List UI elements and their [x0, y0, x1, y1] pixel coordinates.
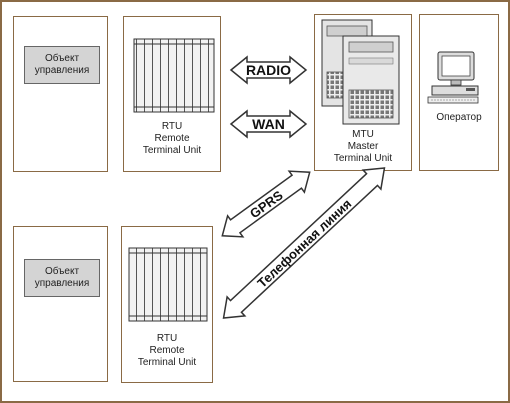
radio-link-label: RADIO: [246, 62, 291, 78]
rtu-caption-bottom: RTU Remote Terminal Unit: [121, 333, 213, 369]
rtu-rack-top-icon: [133, 38, 215, 113]
rtu-rack-bottom-icon: [128, 247, 208, 322]
rtu-bottom-line2: Remote: [149, 345, 185, 356]
operator-computer-icon: [427, 51, 479, 104]
mtu-line3: Terminal Unit: [333, 153, 393, 164]
object-label-bottom-line2: управления: [34, 278, 90, 289]
mtu-caption: MTU Master Terminal Unit: [314, 129, 412, 165]
wan-link-arrow: WAN: [229, 109, 308, 139]
object-label-bottom: Объект управления: [24, 259, 100, 297]
mtu-line2: Master: [347, 141, 379, 152]
rtu-caption-top: RTU Remote Terminal Unit: [123, 121, 221, 157]
rtu-top-line3: Terminal Unit: [142, 145, 202, 156]
operator-label: Оператор: [436, 112, 482, 123]
mtu-line1: MTU: [352, 129, 374, 140]
object-label-bottom-line1: Объект: [44, 266, 80, 277]
rtu-bottom-line3: Terminal Unit: [137, 357, 197, 368]
mtu-server-icon: [321, 19, 400, 125]
object-label-top-line2: управления: [34, 65, 90, 76]
wan-link-label: WAN: [252, 116, 285, 132]
object-panel-bottom: [13, 226, 108, 382]
rtu-bottom-line1: RTU: [156, 333, 178, 344]
object-panel-top: [13, 16, 108, 172]
rtu-top-line2: Remote: [154, 133, 190, 144]
object-label-top-line1: Объект: [44, 53, 80, 64]
radio-link-arrow: RADIO: [229, 55, 308, 85]
object-label-top: Объект управления: [24, 46, 100, 84]
operator-caption: Оператор: [419, 112, 499, 124]
rtu-top-line1: RTU: [161, 121, 183, 132]
